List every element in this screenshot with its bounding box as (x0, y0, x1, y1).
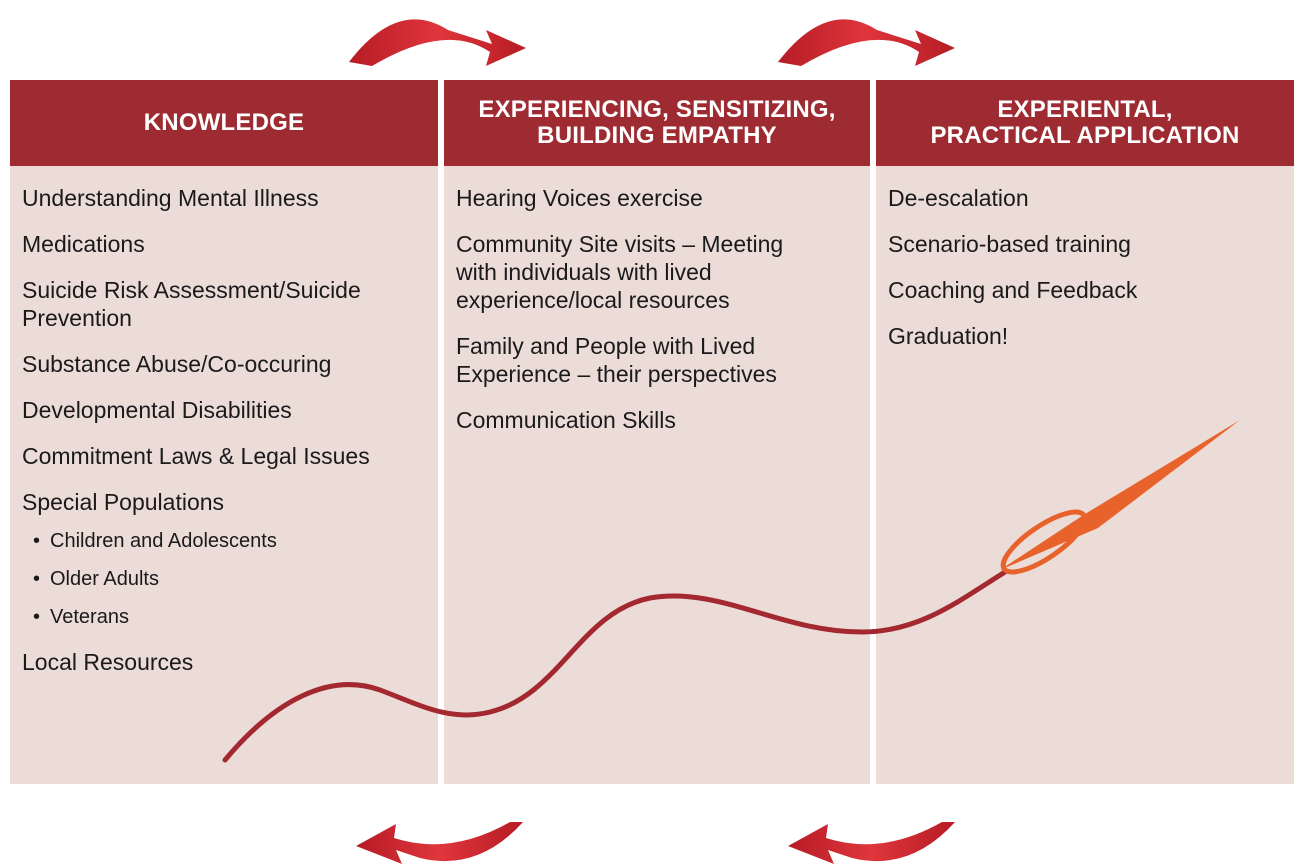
list-item: Family and People with Lived Experience … (456, 333, 777, 387)
column-header-experiencing: EXPERIENCING, SENSITIZING, BUILDING EMPA… (444, 80, 870, 166)
list-item: Suicide Risk Assessment/Suicide Preventi… (22, 277, 361, 331)
sub-list-item: • Children and Adolescents (22, 528, 438, 554)
curved-arrow-icon (349, 19, 526, 66)
list-item: De-escalation (888, 185, 1029, 211)
list-item: Substance Abuse/Co-occuring (22, 351, 332, 377)
list-item: Hearing Voices exercise (456, 185, 703, 211)
bullet-icon: • (33, 568, 41, 590)
list-item: Commitment Laws & Legal Issues (22, 443, 370, 469)
column-body-practical: De-escalation Scenario-based training Co… (876, 166, 1294, 784)
list-item: Special Populations (22, 489, 225, 515)
list-item: Community Site visits – Meeting with ind… (456, 231, 784, 313)
sub-list-item: • Veterans (22, 604, 438, 630)
sub-list-item-label: Veterans (50, 606, 129, 628)
list-item: Communication Skills (456, 407, 676, 433)
column-header-practical: EXPERIENTAL, PRACTICAL APPLICATION (876, 80, 1294, 166)
bullet-icon: • (33, 530, 41, 552)
list-item: Understanding Mental Illness (22, 185, 319, 211)
list-item: Coaching and Feedback (888, 277, 1138, 303)
column-body-knowledge: Understanding Mental Illness Medications… (10, 166, 438, 784)
column-body-experiencing: Hearing Voices exercise Community Site v… (444, 166, 870, 784)
list-item: Local Resources (22, 649, 194, 675)
column-header-knowledge: KNOWLEDGE (10, 80, 438, 166)
curved-arrow-icon (778, 19, 955, 66)
list-item: Graduation! (888, 323, 1009, 349)
list-item: Scenario-based training (888, 231, 1131, 257)
sub-list-item-label: Children and Adolescents (50, 530, 277, 552)
bullet-icon: • (33, 606, 41, 628)
sub-list-item-label: Older Adults (50, 568, 159, 590)
curved-arrow-icon (788, 822, 955, 864)
sub-list-item: • Older Adults (22, 566, 438, 592)
list-item: Medications (22, 231, 145, 257)
list-item: Developmental Disabilities (22, 397, 292, 423)
curved-arrow-icon (356, 822, 523, 864)
sub-list-special-populations: • Children and Adolescents • Older Adult… (22, 528, 438, 630)
